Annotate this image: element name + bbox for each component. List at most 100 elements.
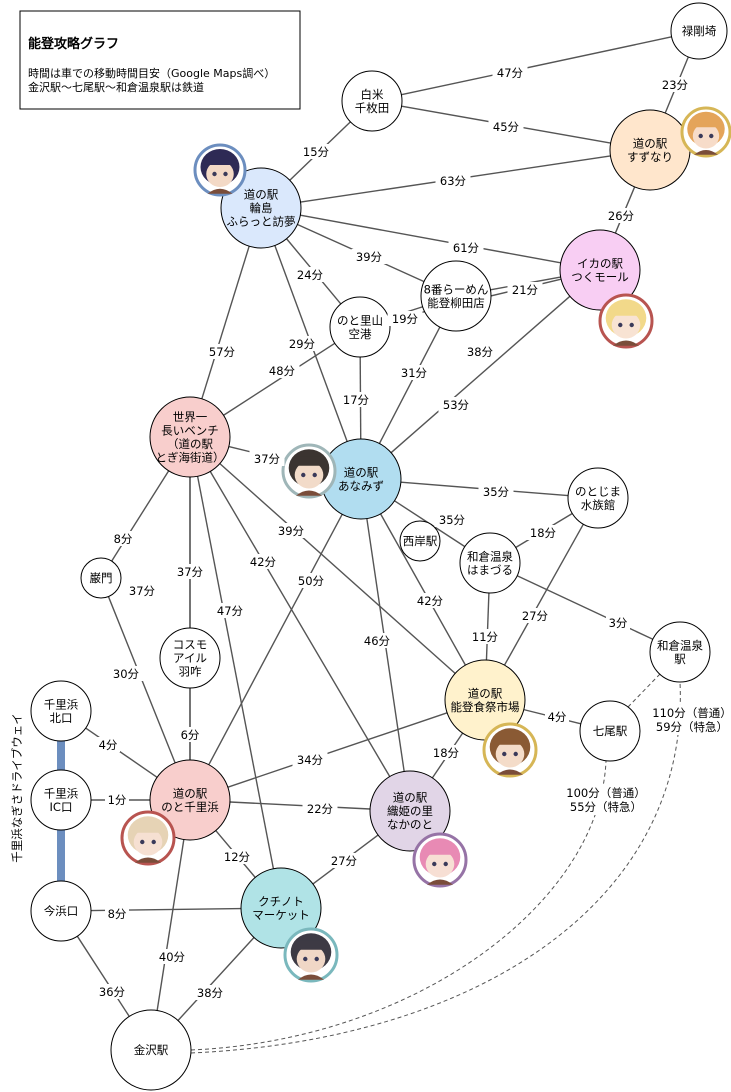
edge-label-bench-anamizu: 37分	[254, 452, 281, 466]
edge-label-bg	[351, 249, 387, 264]
avatar-eye	[312, 472, 317, 478]
edge-label-chirihama_ic-noto_chirihama: 1分	[108, 793, 127, 807]
edge-label-shokusai-nanao: 4分	[548, 710, 567, 724]
node-wakura_st: 和倉温泉駅	[649, 621, 711, 683]
edge-label-bg	[467, 629, 503, 644]
edge-label-bg	[428, 745, 464, 760]
edge-label-notojima-shokusai: 27分	[522, 609, 549, 623]
node-circle	[30, 880, 92, 942]
edge-shokusai-noto_chirihama	[227, 712, 448, 788]
avatar-eye	[432, 861, 437, 867]
edge-label-hamazuru-shokusai: 11分	[472, 630, 499, 644]
edge-label-bg	[396, 365, 432, 380]
avatar-body	[298, 974, 324, 980]
node-label: 道の駅	[173, 786, 208, 800]
node-label: すずなり	[627, 150, 673, 164]
edge-label-bg	[606, 615, 630, 630]
edge-label-bg	[434, 512, 470, 527]
edge-label-bg	[192, 985, 228, 1000]
edge-label-bg	[172, 564, 208, 579]
node-circle	[567, 467, 629, 529]
node-circle	[149, 759, 231, 841]
edge-label-kuchinoto-kanazawa: 38分	[197, 986, 224, 1000]
edge-label-bg	[154, 949, 190, 964]
edge-label-bg	[326, 853, 362, 868]
edge-shiroyone-rokugozaki	[401, 36, 672, 96]
node-label: なかのと	[387, 818, 433, 832]
edge-label-bench-orihime: 42分	[250, 555, 277, 569]
edge-label-cosmo-noto_chirihama: 6分	[181, 728, 200, 742]
edge-label-noto_airport-hachiban: 19分	[392, 312, 419, 326]
edge-label-bg	[264, 363, 300, 378]
edge-label-bg	[178, 727, 202, 742]
node-label: 道の駅	[633, 136, 668, 150]
rail-label-kanazawa-wakura_st-1: 59分（特急）	[656, 720, 728, 734]
node-label: 金沢駅	[134, 1043, 169, 1057]
avatar-bangs	[293, 456, 325, 466]
avatar-bangs	[610, 306, 642, 316]
avatar-suzunari-icon	[680, 106, 731, 158]
avatar-bangs	[691, 118, 721, 128]
edge-label-bg	[412, 593, 448, 608]
edge-label-bg	[438, 397, 474, 412]
avatar-face	[296, 945, 326, 973]
node-circle	[30, 680, 92, 742]
avatar-eye	[709, 133, 714, 139]
edge-label-noto_airport-tsukumole: 38分	[467, 345, 494, 359]
node-label: 能登柳田店	[427, 296, 485, 310]
edge-label-noto_chirihama-orihime: 22分	[307, 802, 334, 816]
node-label: 千枚田	[355, 101, 390, 115]
edge-label-bg	[273, 523, 309, 538]
edge-label-wajima-tsukumole: 61分	[453, 241, 480, 255]
edge-label-anamizu-noto_chirihama: 50分	[298, 574, 325, 588]
rail-kanazawa-nanao	[190, 760, 607, 1051]
edge-bench-shokusai	[219, 463, 456, 674]
node-circle	[149, 396, 231, 478]
edge-label-anamizu-hamazuru: 35分	[439, 513, 466, 527]
edge-notojima-shokusai	[503, 523, 584, 666]
edge-label-noto_airport-anamizu: 17分	[343, 393, 370, 407]
avatar-bangs	[132, 823, 164, 833]
node-label: のとじま	[575, 484, 621, 498]
edge-label-bg	[111, 531, 135, 546]
edge-label-wajima-suzunari: 63分	[440, 174, 467, 188]
edge-label-bg	[507, 282, 543, 297]
edge-noto_chirihama-orihime	[229, 801, 371, 810]
edge-label-bg	[292, 752, 328, 767]
edge-label-hamazuru-wakura_st: 3分	[609, 616, 628, 630]
legend-line-2: 金沢駅～七尾駅～和倉温泉駅は鉄道	[28, 80, 204, 94]
avatar-kuchinoto-icon	[283, 927, 339, 983]
avatar-eye	[314, 956, 319, 962]
edge-bench-noto_airport	[223, 342, 336, 416]
drive-bar-upper	[57, 738, 65, 776]
node-label: IC口	[50, 800, 73, 814]
rail-label-kanazawa-nanao-0: 100分（普通）	[566, 786, 645, 800]
edge-label-chirihama_n-noto_chirihama: 4分	[99, 738, 118, 752]
edge-label-bg	[219, 849, 255, 864]
edge-label-bg	[96, 737, 120, 752]
edge-kuchinoto-kanazawa	[177, 937, 255, 1021]
edge-label-hamazuru-notojima: 18分	[530, 526, 557, 540]
node-label: 巌門	[90, 571, 113, 585]
edge-label-shokusai-noto_chirihama: 34分	[297, 753, 324, 767]
node-imahama: 今浜口	[30, 880, 92, 942]
avatar-face	[692, 123, 720, 149]
node-label: 空港	[349, 327, 372, 341]
avatar-body	[613, 340, 639, 346]
node-circle	[341, 70, 403, 132]
avatar-body	[296, 490, 322, 496]
edge-label-anamizu-notojima: 35分	[483, 485, 510, 499]
edge-label-bg	[338, 392, 374, 407]
legend: 能登攻略グラフ 時間は車での移動時間目安（Google Maps調べ） 金沢駅～…	[19, 10, 301, 110]
nodes: 禄剛埼白米千枚田道の駅すずなり道の駅輪島ふらっと訪夢イカの駅つくモール8番らーめ…	[30, 2, 728, 1091]
avatar-orihime-icon	[412, 832, 468, 888]
node-label: （道の駅	[167, 437, 213, 451]
edge-label-bench-ganmon: 8分	[114, 532, 133, 546]
node-circle	[649, 621, 711, 683]
edge-bench-orihime	[209, 471, 391, 777]
edge-label-bench-kuchinoto: 47分	[217, 604, 244, 618]
